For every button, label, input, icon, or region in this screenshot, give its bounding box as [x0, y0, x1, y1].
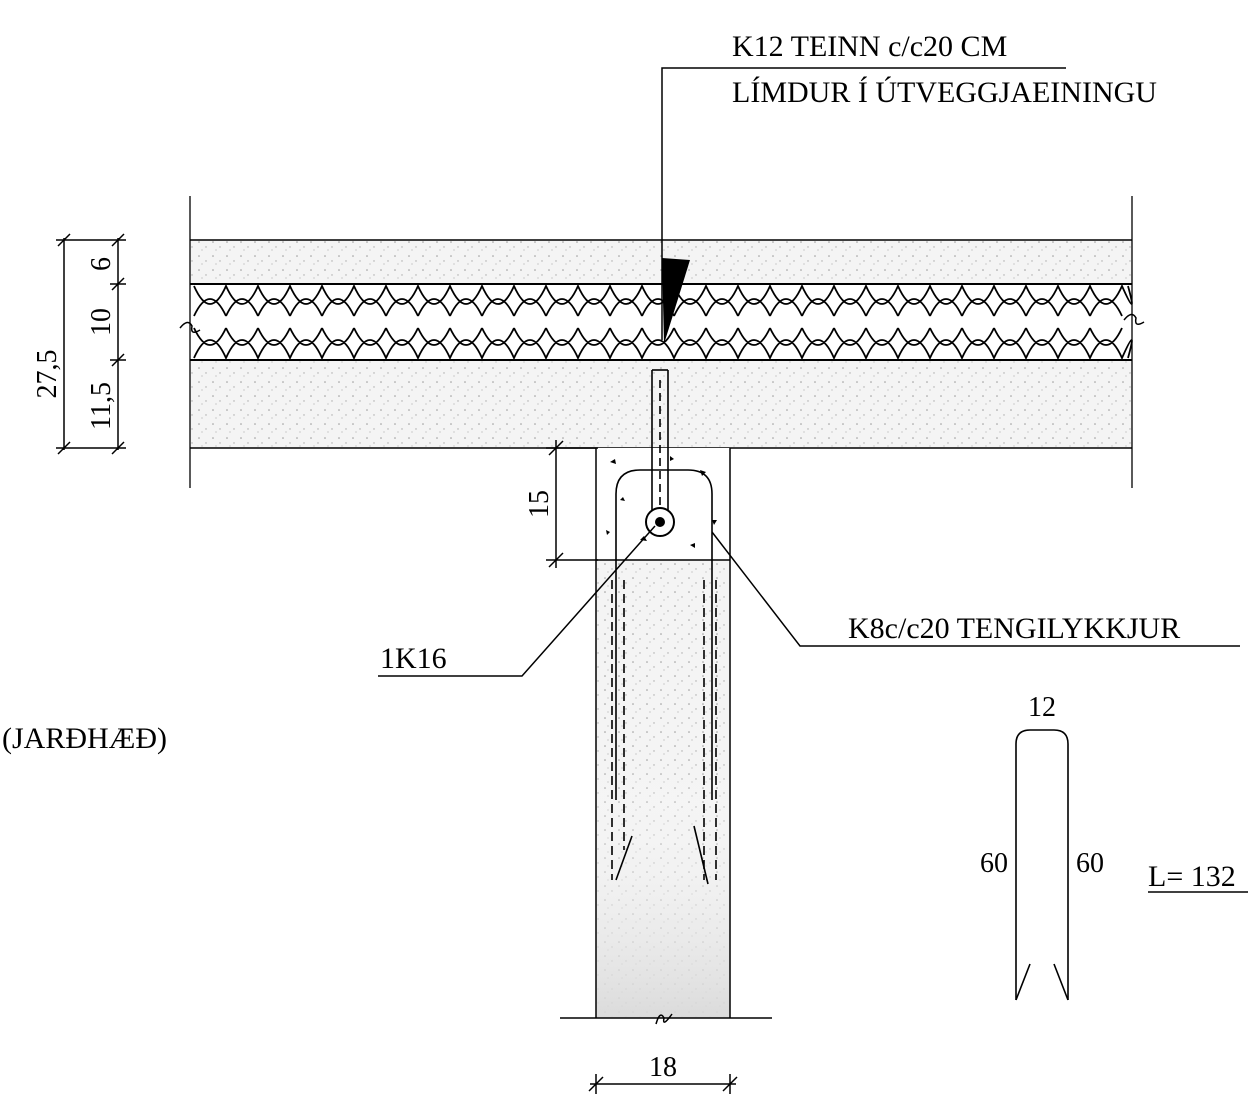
main-bar-core: [655, 517, 665, 527]
stirrup-dashed-legs: [611, 580, 717, 880]
layer-dimension-lines: [56, 233, 126, 455]
dim-total: 27,5: [32, 350, 63, 399]
stirrup-hooks: [615, 825, 709, 885]
insulation-layer: [190, 284, 1132, 360]
dim-layer-insulation: 10: [86, 308, 117, 336]
stirrup-loop: [615, 469, 713, 800]
label-floor: (JARÐHÆÐ): [2, 722, 167, 755]
wedge-marker: [662, 258, 690, 344]
dim-stirrup-leg-left: 60: [980, 848, 1008, 879]
leader-lines: [378, 67, 1248, 893]
label-main-bar: 1K16: [380, 642, 447, 675]
dim-wall-width: 18: [649, 1052, 677, 1083]
beam-zone: [596, 448, 730, 560]
k12-anchor-bar: [651, 369, 669, 510]
label-k12-line1: K12 TEINN c/c20 CM: [732, 30, 1007, 63]
label-length: L= 132: [1148, 860, 1236, 893]
dim-stirrup-width: 12: [1028, 692, 1056, 723]
outer-concrete-layer: [190, 240, 1132, 284]
break-symbol-left: [179, 321, 201, 333]
break-symbol-right: [1123, 313, 1145, 325]
stirrup-detail-shape: [1015, 729, 1069, 1000]
wall-shading: [596, 760, 730, 1018]
inner-concrete-layer: [190, 360, 1132, 448]
beam-depth-dimension-lines: [546, 440, 598, 568]
dim-stirrup-leg-right: 60: [1076, 848, 1104, 879]
stirrup-detail-hooks: [1015, 963, 1069, 1001]
dim-layer-inner: 11,5: [86, 382, 117, 430]
label-stirrups: K8c/c20 TENGILYKKJUR: [848, 612, 1180, 645]
dim-layer-outer: 6: [86, 257, 117, 271]
wall-edges: [595, 448, 731, 1018]
dim-beam-depth: 15: [524, 490, 555, 518]
wall-break-symbol: [655, 1013, 673, 1025]
wall-width-dimension-lines: [588, 1074, 738, 1094]
label-k12-line2: LÍMDUR Í ÚTVEGGJAEININGU: [732, 76, 1157, 109]
